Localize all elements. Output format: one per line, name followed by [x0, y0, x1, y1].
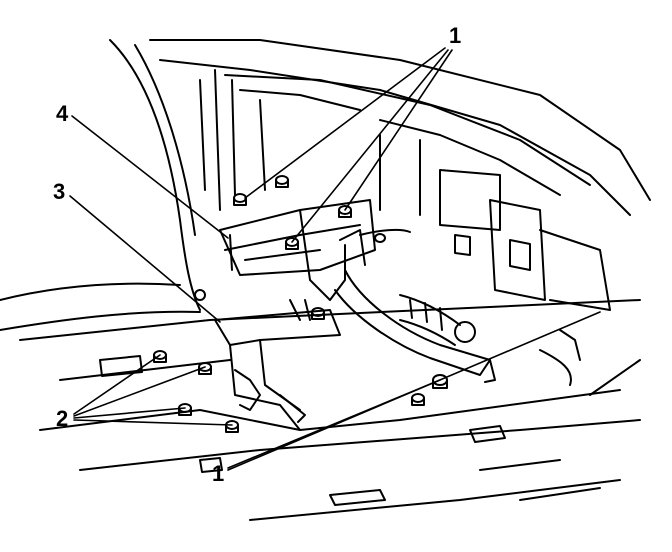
- bolt-4: [338, 205, 352, 218]
- leader-1-top-b: [291, 49, 449, 243]
- leader-1-top-c: [344, 49, 453, 211]
- bolt-10: [225, 420, 239, 433]
- bolt-7: [153, 350, 167, 363]
- leader-2-b: [73, 366, 206, 417]
- bolt-5: [432, 374, 448, 389]
- cross-bar: [334, 228, 496, 383]
- leader-3: [69, 195, 221, 323]
- fasteners: [153, 175, 448, 433]
- bolt-2: [275, 175, 289, 188]
- bolt-8: [198, 362, 212, 375]
- leader-1-bot-b: [227, 311, 601, 471]
- lower-plate: [214, 299, 341, 431]
- main-bracket: [219, 199, 376, 301]
- callout-3: 3: [53, 179, 66, 204]
- leader-1-top-a: [244, 47, 446, 199]
- bolt-11: [311, 307, 325, 320]
- callout-2: 2: [56, 406, 69, 431]
- leader-4: [71, 115, 229, 239]
- hvac-duct: [399, 294, 476, 346]
- bolt-3: [285, 237, 299, 250]
- left-body-side: [0, 39, 206, 331]
- callout-1-bottom: 1: [212, 461, 225, 486]
- floor-pan: [19, 299, 641, 521]
- leader-2-c: [73, 407, 186, 419]
- callout-1-top: 1: [449, 23, 462, 48]
- bolt-1: [233, 193, 247, 206]
- dash-panel: [149, 39, 651, 311]
- leader-2-d: [73, 419, 233, 426]
- leader-2-a: [73, 354, 161, 415]
- bolt-12: [374, 233, 386, 243]
- bolt-6: [411, 393, 425, 406]
- leader-lines: [69, 47, 601, 471]
- callout-4: 4: [56, 101, 69, 126]
